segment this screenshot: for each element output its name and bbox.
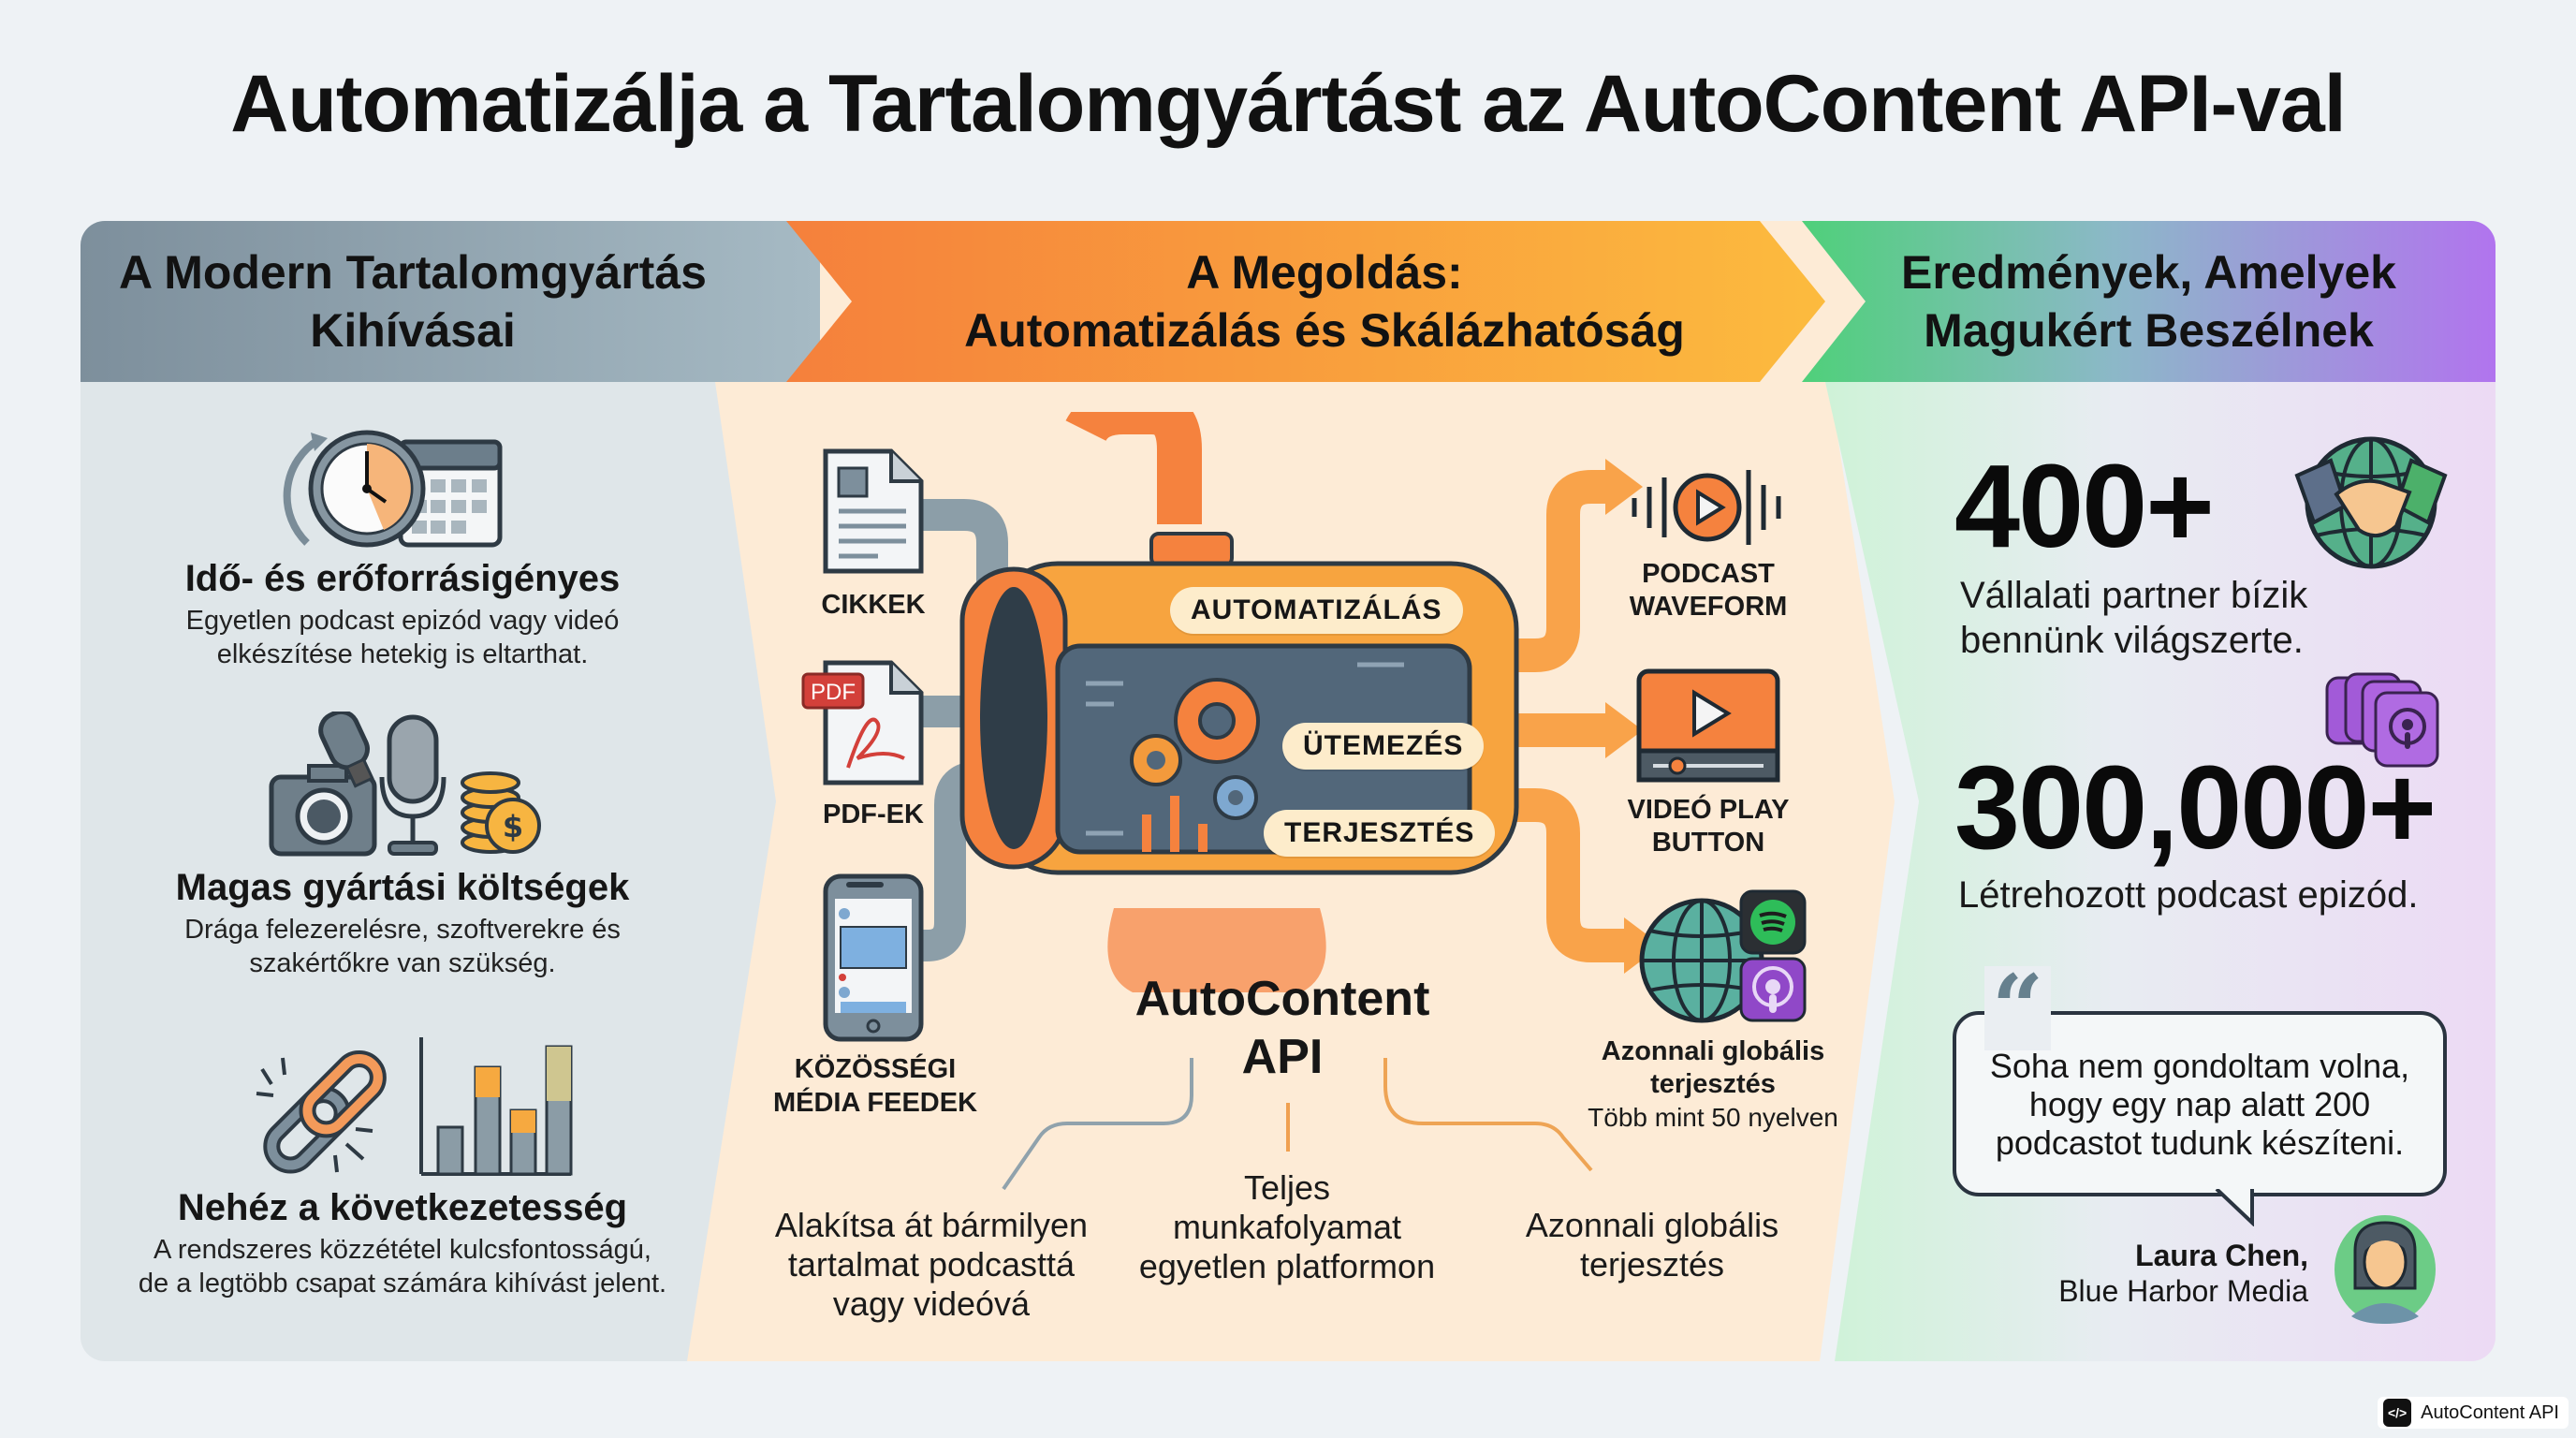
challenge-title: Idő- és erőforrásigényes (184, 558, 621, 599)
challenge-title: Magas gyártási költségek (175, 867, 630, 908)
document-icon (823, 448, 924, 574)
pill-scheduling: ÜTEMEZÉS (1282, 723, 1485, 770)
pipeline-diagram (880, 412, 1661, 992)
autocontent-badge[interactable]: </> AutoContent API (2378, 1397, 2569, 1429)
input-label-pdfs: PDF-EK (823, 800, 924, 829)
svg-text:$: $ (503, 809, 523, 844)
code-logo-icon: </> (2383, 1399, 2412, 1427)
header-line: A Modern Tartalomgyártás (119, 246, 707, 299)
smartphone-feed-icon (823, 873, 924, 1042)
header-line: A Megoldás: (1186, 246, 1463, 299)
camera-mic-coins-icon: $ (112, 712, 693, 861)
challenge-time: Idő- és erőforrásigényes Egyetlen podcas… (112, 412, 693, 671)
benefit-connectors (1002, 1058, 1593, 1191)
badge-label: AutoContent API (2421, 1401, 2559, 1423)
testimonial-author: Laura Chen,Blue Harbor Media (2058, 1239, 2308, 1308)
stat-episodes-value: 300,000+ (1954, 741, 2437, 873)
stat-episodes-desc: Létrehozott podcast epizód. (1958, 874, 2419, 916)
challenge-consistency: Nehéz a következetesség A rendszeres köz… (112, 1037, 693, 1300)
globe-spotify-podcasts-icon (1639, 889, 1807, 1023)
speech-bubble-tail (2215, 1189, 2254, 1226)
solution-header: A Megoldás:Automatizálás és Skálázhatósá… (786, 221, 1825, 382)
avatar (2334, 1215, 2436, 1324)
svg-text:PDF: PDF (811, 680, 856, 705)
stat-partners-value: 400+ (1954, 440, 2215, 572)
challenge-cost: $ Magas gyártási költségek Drága felezer… (112, 712, 693, 980)
podcast-waveform-icon (1632, 470, 1781, 545)
header-line: Eredmények, Amelyek (1900, 246, 2396, 299)
header-line: Magukért Beszélnek (1924, 304, 2374, 357)
broken-chain-bar-chart-icon (112, 1037, 693, 1181)
challenge-desc: A rendszeres közzététel kulcsfontosságú,… (138, 1235, 667, 1299)
quote-mark-icon: “ (1984, 963, 2052, 1053)
stacked-podcast-icons (2325, 672, 2439, 768)
video-play-icon (1636, 668, 1780, 783)
page-title: Automatizálja a Tartalomgyártást az Auto… (230, 59, 2346, 149)
clock-calendar-icon (112, 412, 693, 552)
header-line: Automatizálás és Skálázhatóság (964, 304, 1685, 357)
pdf-icon: PDF (801, 660, 924, 785)
challenge-title: Nehéz a következetesség (177, 1187, 628, 1228)
gear-icon (1130, 678, 1260, 820)
pill-distribution: TERJESZTÉS (1264, 810, 1496, 857)
input-label-articles: CIKKEK (821, 590, 926, 620)
globe-handshake-icon (2294, 436, 2448, 569)
pill-automation: AUTOMATIZÁLÁS (1170, 587, 1463, 634)
header-line: Kihívásai (310, 304, 516, 357)
